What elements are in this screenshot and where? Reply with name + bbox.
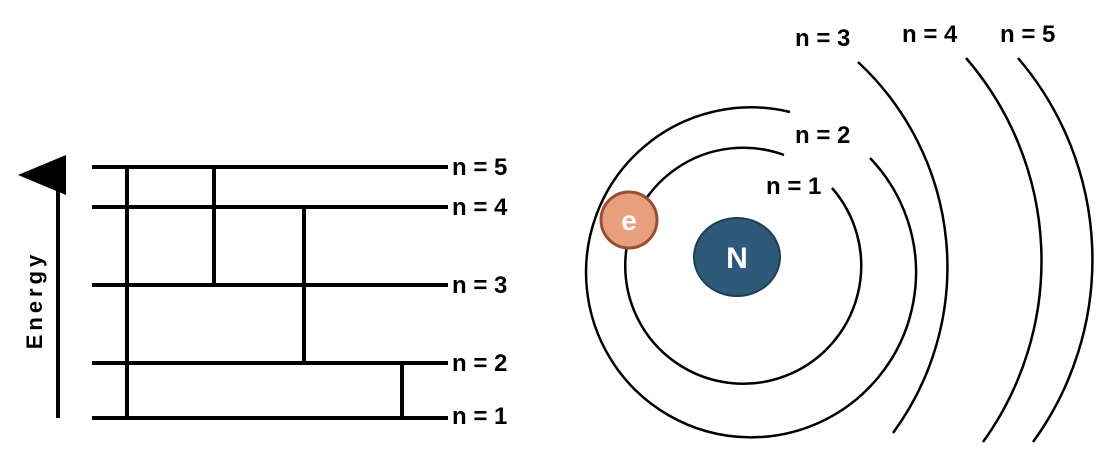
energy-level-label-2: n = 2 bbox=[452, 350, 507, 377]
energy-axis-label: Energy bbox=[22, 251, 47, 350]
shell-2 bbox=[584, 106, 918, 439]
energy-level-label-3: n = 3 bbox=[452, 272, 507, 299]
shell-5 bbox=[1017, 57, 1094, 443]
shell-1 bbox=[623, 146, 863, 385]
energy-level-label-5: n = 5 bbox=[452, 154, 507, 181]
energy-level-diagram: Energy n = 5 n = 4 n = 3 n = 2 n = 1 bbox=[18, 154, 508, 430]
shell-label-4: n = 4 bbox=[902, 21, 958, 48]
shell-label-2: n = 2 bbox=[795, 122, 850, 149]
atom-shell-diagram bbox=[584, 57, 1094, 443]
energy-level-label-1: n = 1 bbox=[452, 403, 507, 430]
shell-label-5: n = 5 bbox=[1000, 21, 1055, 48]
nucleus: N bbox=[693, 217, 781, 297]
nucleus-circle bbox=[693, 217, 781, 297]
electron-circle bbox=[599, 190, 659, 250]
shell-label-3: n = 3 bbox=[795, 25, 850, 52]
electron-label: e bbox=[621, 205, 637, 236]
nucleus-label: N bbox=[726, 242, 748, 275]
electron: e bbox=[599, 190, 659, 250]
shell-label-1: n = 1 bbox=[766, 173, 821, 200]
energy-level-label-4: n = 4 bbox=[452, 194, 508, 221]
shell-3 bbox=[857, 61, 949, 434]
shell-4 bbox=[965, 57, 1043, 443]
